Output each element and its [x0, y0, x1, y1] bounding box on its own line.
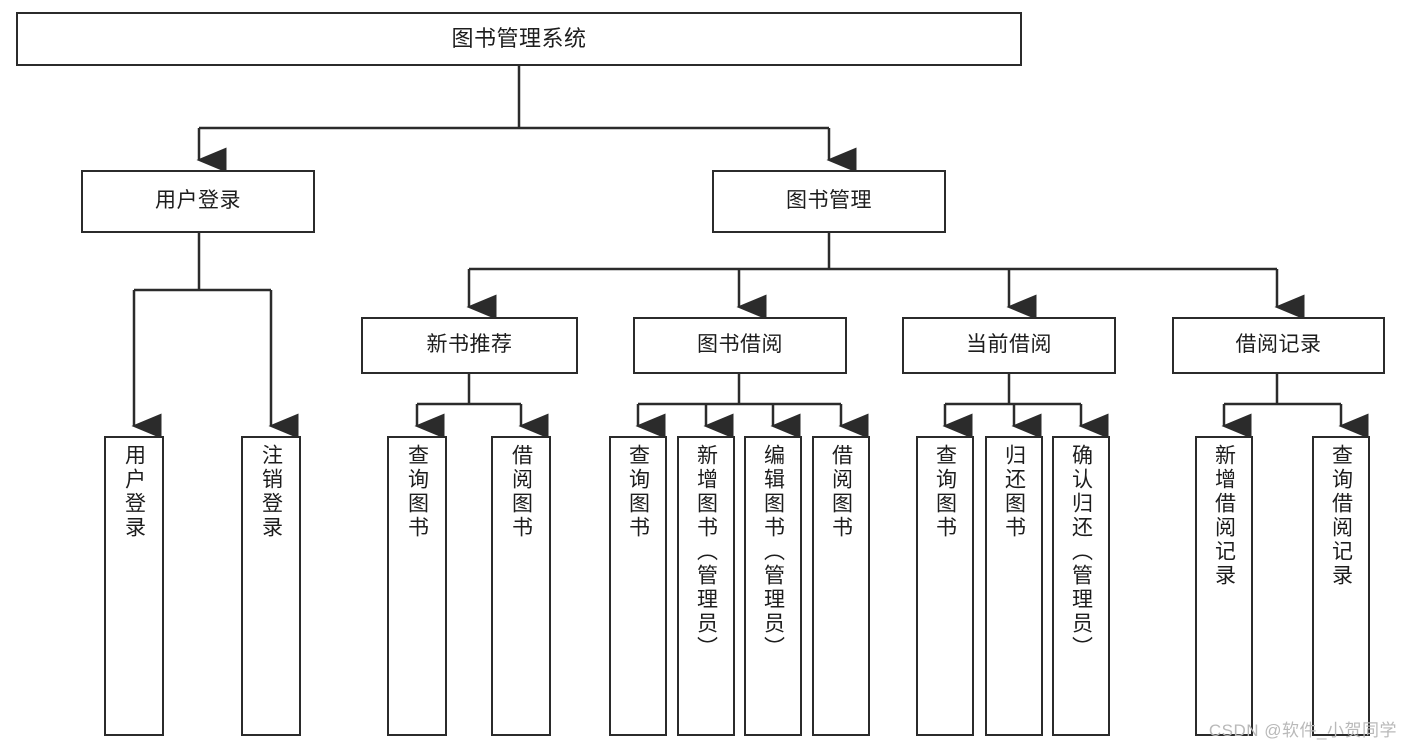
- node-leaf-add-record[interactable]: 新增借阅记录: [1195, 436, 1253, 736]
- node-leaf-borrow-book-2[interactable]: 借阅图书: [812, 436, 870, 736]
- node-leaf-confirm-return[interactable]: 确认归还（管理员）: [1052, 436, 1110, 736]
- node-new-book-recommend[interactable]: 新书推荐: [361, 317, 578, 374]
- node-leaf-borrow-book-2-label: 借阅图书: [829, 444, 853, 540]
- node-current-borrow[interactable]: 当前借阅: [902, 317, 1116, 374]
- node-leaf-add-book[interactable]: 新增图书（管理员）: [677, 436, 735, 736]
- node-leaf-query-book-3-label: 查询图书: [933, 444, 957, 540]
- node-leaf-borrow-book-1-label: 借阅图书: [509, 444, 533, 540]
- node-leaf-borrow-book-1[interactable]: 借阅图书: [491, 436, 551, 736]
- node-leaf-edit-book-label: 编辑图书（管理员）: [761, 444, 785, 660]
- node-leaf-user-login[interactable]: 用户登录: [104, 436, 164, 736]
- node-leaf-logout[interactable]: 注销登录: [241, 436, 301, 736]
- node-book-borrow[interactable]: 图书借阅: [633, 317, 847, 374]
- node-book-manage[interactable]: 图书管理: [712, 170, 946, 233]
- node-leaf-query-book-1[interactable]: 查询图书: [387, 436, 447, 736]
- node-user-login[interactable]: 用户登录: [81, 170, 315, 233]
- node-book-manage-label: 图书管理: [786, 189, 872, 213]
- node-new-book-recommend-label: 新书推荐: [426, 333, 513, 357]
- node-leaf-logout-label: 注销登录: [259, 444, 283, 540]
- node-leaf-query-record-label: 查询借阅记录: [1329, 444, 1353, 588]
- node-leaf-return-book[interactable]: 归还图书: [985, 436, 1043, 736]
- node-leaf-query-record[interactable]: 查询借阅记录: [1312, 436, 1370, 736]
- node-leaf-confirm-return-label: 确认归还（管理员）: [1069, 444, 1093, 660]
- node-leaf-add-book-label: 新增图书（管理员）: [694, 444, 718, 660]
- node-current-borrow-label: 当前借阅: [966, 333, 1052, 357]
- node-book-borrow-label: 图书借阅: [697, 333, 783, 357]
- node-root[interactable]: 图书管理系统: [16, 12, 1022, 66]
- node-leaf-user-login-label: 用户登录: [122, 444, 146, 540]
- node-borrow-record-label: 借阅记录: [1235, 333, 1322, 357]
- node-leaf-query-book-3[interactable]: 查询图书: [916, 436, 974, 736]
- node-leaf-query-book-2-label: 查询图书: [626, 444, 650, 540]
- node-leaf-query-book-1-label: 查询图书: [405, 444, 429, 540]
- node-leaf-edit-book[interactable]: 编辑图书（管理员）: [744, 436, 802, 736]
- node-root-label: 图书管理系统: [451, 26, 587, 52]
- node-borrow-record[interactable]: 借阅记录: [1172, 317, 1385, 374]
- node-leaf-query-book-2[interactable]: 查询图书: [609, 436, 667, 736]
- node-user-login-label: 用户登录: [155, 189, 241, 213]
- node-leaf-add-record-label: 新增借阅记录: [1212, 444, 1236, 588]
- node-leaf-return-book-label: 归还图书: [1002, 444, 1026, 540]
